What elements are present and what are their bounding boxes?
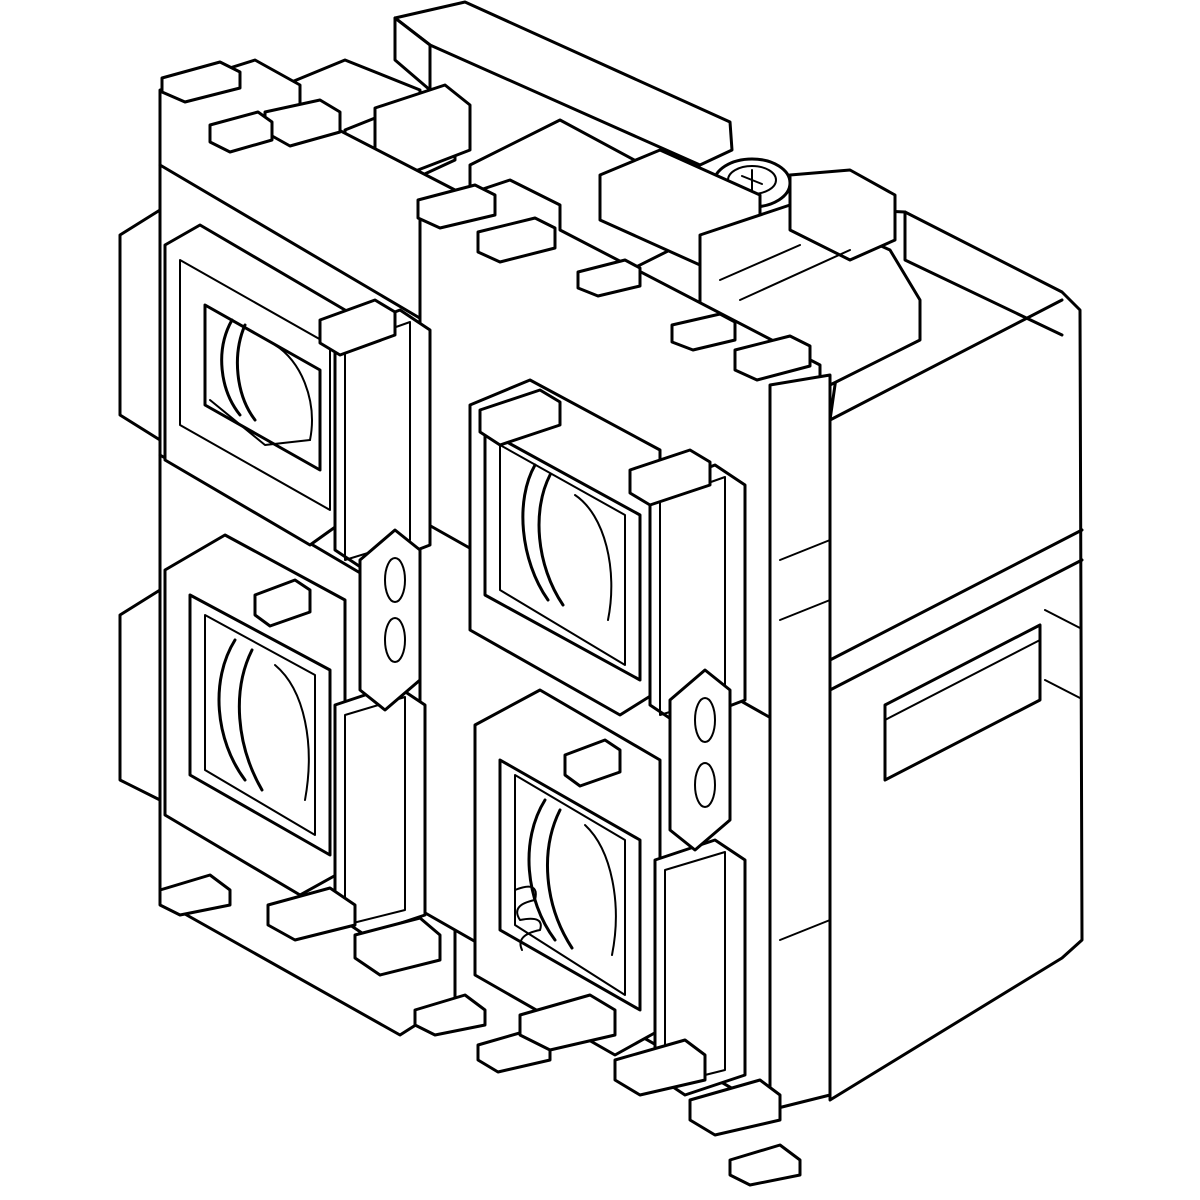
left-upper-module (163, 223, 432, 572)
left-lower-module (163, 528, 427, 937)
right-upper-module (468, 378, 747, 727)
right-lower-module (473, 668, 747, 1097)
rear-housing (393, 0, 1084, 1102)
bottom-feet (158, 873, 802, 1187)
